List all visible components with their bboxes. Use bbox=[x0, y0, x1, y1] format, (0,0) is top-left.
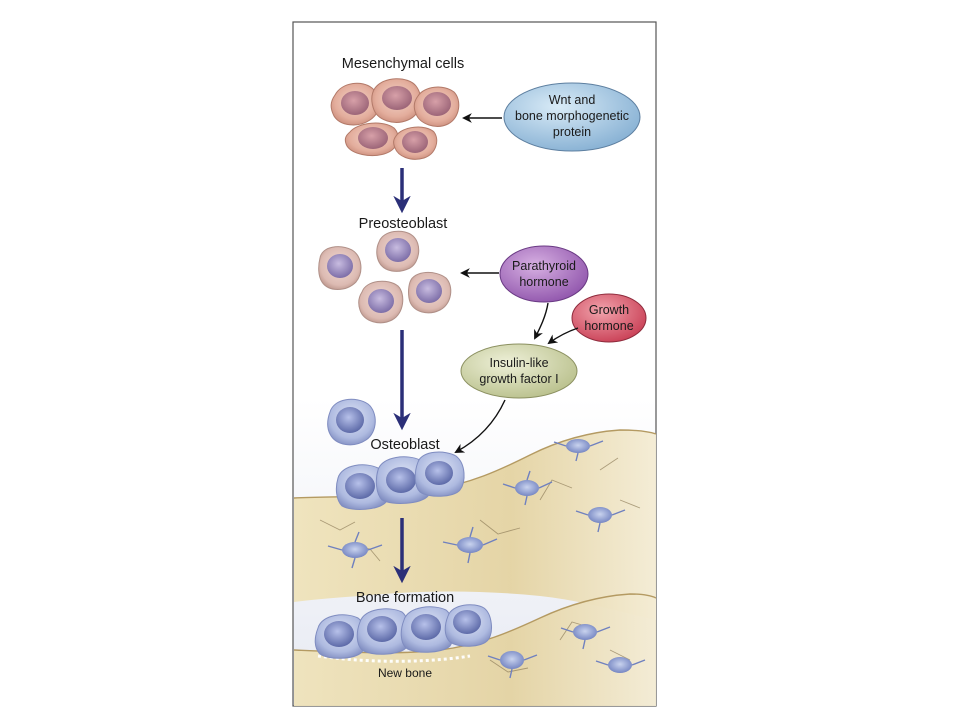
osteocyte bbox=[595, 657, 646, 673]
preosteoblast-cell bbox=[376, 230, 420, 272]
factor-pth-line1: Parathyroid bbox=[512, 259, 576, 273]
mesenchymal-cell bbox=[393, 126, 438, 160]
factor-gh-line2: hormone bbox=[584, 319, 633, 333]
preosteoblast-cell bbox=[408, 272, 452, 314]
osteoblast-cell bbox=[444, 604, 492, 647]
factor-igf-line1: Insulin-like bbox=[489, 356, 548, 370]
factor-pth-line2: hormone bbox=[519, 275, 568, 289]
osteocyte bbox=[575, 507, 626, 533]
factor-gh-line1: Growth bbox=[589, 303, 629, 317]
osteoblast-cell bbox=[414, 451, 465, 497]
osteoblast-cell bbox=[327, 398, 376, 446]
factor-wnt-line2: bone morphogenetic bbox=[515, 109, 629, 123]
osteocyte bbox=[327, 531, 383, 569]
new-bone-osteoid bbox=[317, 654, 471, 663]
factor-wnt-line3: protein bbox=[553, 125, 591, 139]
factor-parathyroid-hormone: Parathyroid hormone bbox=[499, 245, 589, 303]
mesenchymal-cell bbox=[371, 78, 422, 123]
bone-tissue-lower bbox=[294, 593, 656, 706]
factor-wnt-bmp: Wnt and bone morphogenetic protein bbox=[503, 82, 641, 152]
factor-igf-line2: growth factor I bbox=[479, 372, 558, 386]
osteocyte bbox=[442, 526, 498, 564]
factor-wnt-line1: Wnt and bbox=[549, 93, 596, 107]
arrow-pth-to-igf bbox=[534, 302, 549, 340]
stage-label-preosteoblast: Preosteoblast bbox=[359, 216, 448, 232]
osteoblast-cell bbox=[314, 614, 366, 659]
factor-growth-hormone: Growth hormone bbox=[571, 293, 647, 343]
osteoblast-cell bbox=[400, 606, 454, 653]
osteocyte bbox=[502, 470, 553, 506]
osteocyte bbox=[553, 439, 604, 462]
stage-label-bone-formation: Bone formation bbox=[356, 590, 454, 606]
mesenchymal-cell bbox=[344, 122, 399, 157]
signal-arrows bbox=[454, 113, 579, 453]
preosteoblast-cell bbox=[358, 280, 404, 324]
stage-label-osteoblast: Osteoblast bbox=[370, 437, 439, 453]
arrow-gh-to-igf bbox=[547, 327, 579, 345]
mesenchymal-cell-cluster bbox=[330, 78, 460, 160]
preosteoblast-cell-cluster bbox=[318, 230, 452, 324]
mesenchymal-cell bbox=[413, 86, 460, 127]
osteocyte bbox=[560, 624, 611, 650]
bone-tissue-upper bbox=[294, 429, 656, 620]
osteocyte bbox=[487, 651, 538, 679]
mesenchymal-cell bbox=[330, 82, 380, 126]
stage-label-mesenchymal: Mesenchymal cells bbox=[342, 56, 465, 72]
factor-igf-1: Insulin-like growth factor I bbox=[460, 343, 578, 399]
osteoblast-cell-row bbox=[335, 451, 465, 510]
new-bone-label: New bone bbox=[378, 666, 432, 680]
preosteoblast-cell bbox=[318, 246, 362, 290]
osteoblast-cell bbox=[335, 464, 389, 510]
arrow-igf-to-osteoblast bbox=[454, 399, 506, 453]
bone-formation-cell-row bbox=[314, 604, 492, 659]
